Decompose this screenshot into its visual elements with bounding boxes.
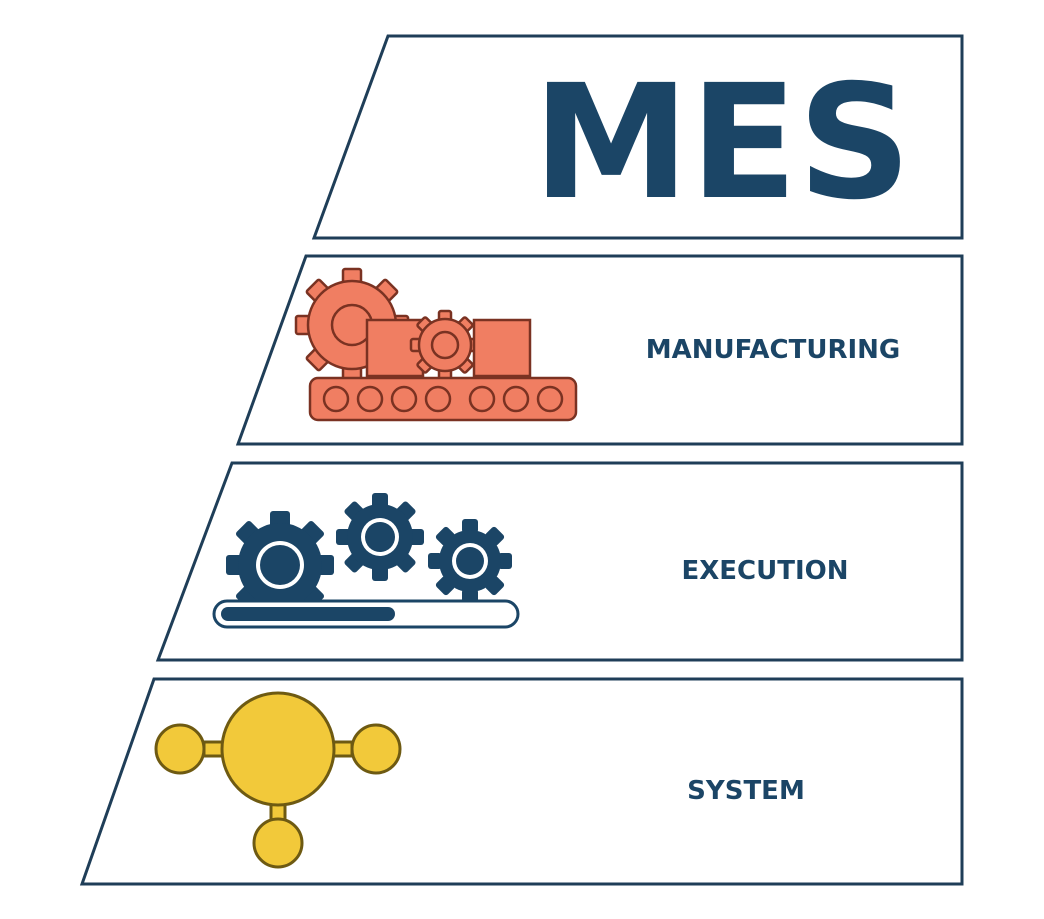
left-node bbox=[154, 723, 206, 775]
medium-gear-icon bbox=[336, 493, 424, 581]
right-node bbox=[350, 723, 402, 775]
title-band: MES bbox=[311, 34, 964, 240]
progress-bar bbox=[212, 599, 520, 629]
gears-progress-icon bbox=[212, 493, 520, 629]
page-title: MES bbox=[533, 51, 912, 235]
manufacturing-band: MANUFACTURING bbox=[235, 254, 964, 446]
system-band-shape bbox=[79, 677, 964, 886]
conveyor-belt-icon bbox=[308, 376, 578, 422]
box-icon bbox=[472, 318, 532, 378]
bottom-node bbox=[252, 817, 304, 869]
layer-label-manufacturing: MANUFACTURING bbox=[646, 335, 901, 365]
layer-label-system: SYSTEM bbox=[687, 776, 805, 806]
small-gear-icon bbox=[409, 309, 481, 381]
large-gear-icon bbox=[226, 511, 334, 619]
progress-fill bbox=[221, 607, 395, 621]
conveyor-gears-icon bbox=[294, 267, 578, 422]
small-gear-icon bbox=[428, 519, 512, 603]
system-band: SYSTEM bbox=[79, 677, 964, 886]
network-nodes-icon bbox=[154, 691, 402, 869]
execution-band: EXECUTION bbox=[155, 461, 964, 662]
title-band-shape bbox=[311, 34, 964, 240]
layer-label-execution: EXECUTION bbox=[681, 556, 848, 586]
central-node bbox=[220, 691, 336, 807]
